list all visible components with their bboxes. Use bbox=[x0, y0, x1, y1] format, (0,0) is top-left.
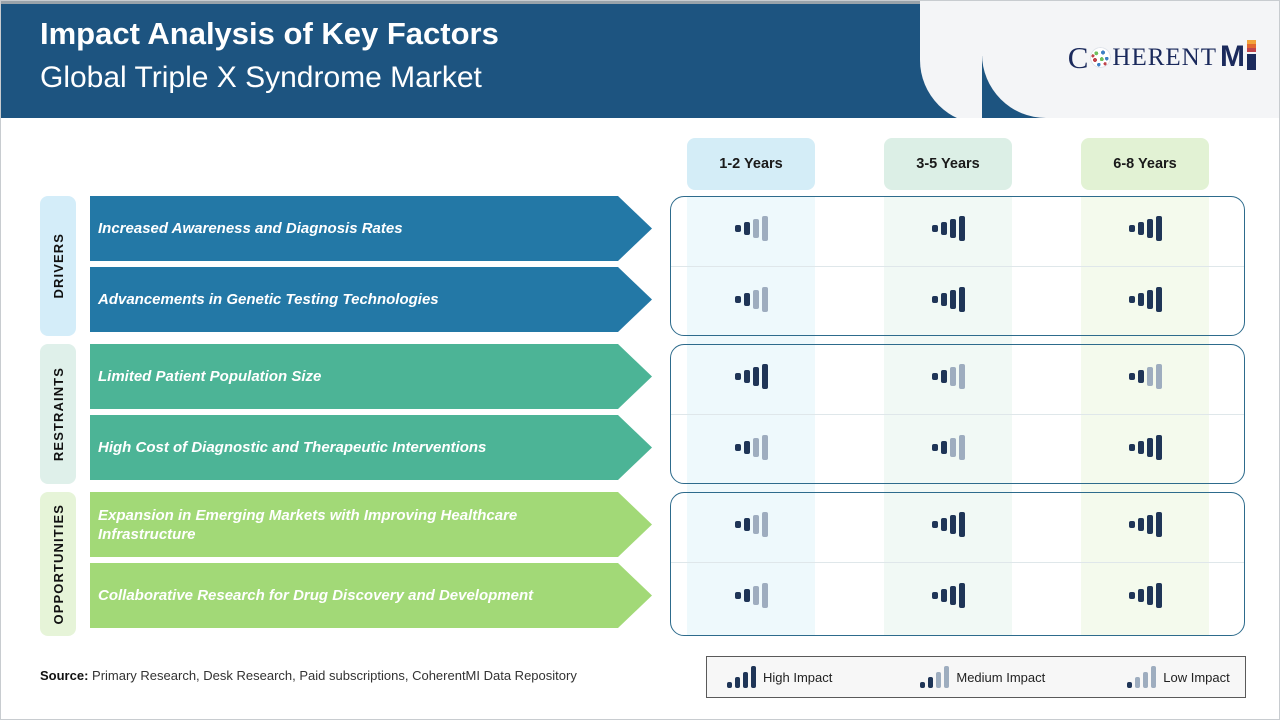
impact-icon-6-8-years bbox=[1081, 563, 1209, 628]
category-tab-opportunities-label: OPPORTUNITIES bbox=[50, 503, 66, 625]
group-restraints: RESTRAINTS Limited Patient Population Si… bbox=[0, 344, 1280, 484]
source-label: Source: bbox=[40, 668, 89, 683]
page-header: Impact Analysis of Key Factors Global Tr… bbox=[0, 0, 1280, 118]
factor-label: Advancements in Genetic Testing Technolo… bbox=[98, 291, 439, 308]
high-impact-bars-icon bbox=[727, 666, 756, 688]
page-subtitle: Global Triple X Syndrome Market bbox=[40, 61, 482, 94]
low-impact-bars-icon bbox=[1127, 666, 1157, 688]
medium-impact-bars-icon bbox=[920, 666, 950, 688]
factor-label: High Cost of Diagnostic and Therapeutic … bbox=[98, 439, 487, 456]
chevron-shape bbox=[90, 492, 652, 557]
impact-icon-6-8-years bbox=[1081, 415, 1209, 480]
brand-letters-herent: HERENT bbox=[1112, 43, 1217, 71]
legend-item-medium: Medium Impact bbox=[920, 666, 1045, 688]
impact-icon-6-8-years bbox=[1081, 267, 1209, 332]
impact-icon-3-5-years bbox=[884, 492, 1012, 557]
legend-label-high: High Impact bbox=[763, 669, 833, 685]
row-divider bbox=[671, 266, 1244, 267]
impact-icon-1-2-years bbox=[687, 563, 815, 628]
factor-label: Limited Patient Population Size bbox=[98, 368, 322, 385]
factor-label: Collaborative Research for Drug Discover… bbox=[98, 587, 534, 604]
impact-icon-6-8-years bbox=[1081, 196, 1209, 261]
category-tab-opportunities[interactable]: OPPORTUNITIES bbox=[40, 492, 76, 636]
impact-icon-3-5-years bbox=[884, 563, 1012, 628]
impact-icon-3-5-years bbox=[884, 196, 1012, 261]
factor-chevron[interactable]: Collaborative Research for Drug Discover… bbox=[90, 563, 652, 628]
impact-icon-1-2-years bbox=[687, 267, 815, 332]
category-tab-restraints-label: RESTRAINTS bbox=[50, 366, 66, 462]
chevron-shape bbox=[90, 267, 652, 332]
factor-chevron[interactable]: High Cost of Diagnostic and Therapeutic … bbox=[90, 415, 652, 480]
legend: High Impact Medium Impact Low Impact bbox=[706, 656, 1246, 698]
brand-mi: M bbox=[1220, 40, 1256, 74]
impact-icon-3-5-years bbox=[884, 267, 1012, 332]
legend-item-high: High Impact bbox=[727, 666, 832, 688]
category-tab-restraints[interactable]: RESTRAINTS bbox=[40, 344, 76, 484]
impact-icon-3-5-years bbox=[884, 344, 1012, 409]
factor-chevron[interactable]: Expansion in Emerging Markets with Impro… bbox=[90, 492, 678, 557]
header-titles: Impact Analysis of Key Factors Global Tr… bbox=[40, 12, 499, 100]
globe-icon bbox=[1090, 46, 1112, 68]
impact-icon-1-2-years bbox=[687, 492, 815, 557]
row-divider bbox=[671, 414, 1244, 415]
brand-i-bars-icon bbox=[1247, 40, 1256, 70]
source-text: Primary Research, Desk Research, Paid su… bbox=[88, 668, 577, 683]
impact-icon-6-8-years bbox=[1081, 344, 1209, 409]
group-panel-restraints bbox=[670, 344, 1245, 484]
category-tab-drivers[interactable]: DRIVERS bbox=[40, 196, 76, 336]
chevron-shape bbox=[90, 196, 652, 261]
brand-letter-c: C bbox=[1067, 39, 1090, 75]
brand-wordmark: C HERENT bbox=[1068, 42, 1217, 73]
category-tab-drivers-label: DRIVERS bbox=[50, 233, 66, 299]
brand-logo: C HERENT M bbox=[1068, 34, 1256, 80]
group-opportunities: OPPORTUNITIES Expansion in Emerging Mark… bbox=[0, 492, 1280, 636]
legend-label-low: Low Impact bbox=[1163, 669, 1230, 685]
column-header-6-8-years: 6-8 Years bbox=[1081, 138, 1209, 190]
factor-chevron[interactable]: Increased Awareness and Diagnosis Rates bbox=[90, 196, 652, 261]
group-drivers: DRIVERS Increased Awareness and Diagnosi… bbox=[0, 196, 1280, 336]
factor-chevron[interactable]: Limited Patient Population Size bbox=[90, 344, 652, 409]
impact-grid: DRIVERS Increased Awareness and Diagnosi… bbox=[0, 196, 1280, 636]
column-header-3-5-years: 3-5 Years bbox=[884, 138, 1012, 190]
impact-icon-3-5-years bbox=[884, 415, 1012, 480]
impact-icon-6-8-years bbox=[1081, 492, 1209, 557]
impact-icon-1-2-years bbox=[687, 196, 815, 261]
column-headers: 1-2 Years 3-5 Years 6-8 Years bbox=[0, 138, 1280, 190]
legend-label-medium: Medium Impact bbox=[956, 669, 1046, 685]
group-panel-opportunities bbox=[670, 492, 1245, 636]
source-note: Source: Primary Research, Desk Research,… bbox=[40, 668, 577, 683]
chevron-shape bbox=[90, 415, 652, 480]
factor-chevron[interactable]: Advancements in Genetic Testing Technolo… bbox=[90, 267, 652, 332]
factor-label: Increased Awareness and Diagnosis Rates bbox=[98, 220, 403, 237]
impact-icon-1-2-years bbox=[687, 344, 815, 409]
chevron-shape bbox=[90, 344, 652, 409]
group-panel-drivers bbox=[670, 196, 1245, 336]
impact-icon-1-2-years bbox=[687, 415, 815, 480]
column-header-1-2-years: 1-2 Years bbox=[687, 138, 815, 190]
row-divider bbox=[671, 562, 1244, 563]
page-title: Impact Analysis of Key Factors bbox=[40, 16, 499, 51]
legend-item-low: Low Impact bbox=[1127, 666, 1230, 688]
header-top-strip bbox=[0, 0, 1280, 4]
chevron-shape bbox=[90, 563, 652, 628]
logo-plate: C HERENT M bbox=[942, 0, 1280, 118]
factor-label: Expansion in Emerging Markets with Impro… bbox=[98, 506, 518, 543]
brand-letter-m: M bbox=[1220, 40, 1245, 73]
